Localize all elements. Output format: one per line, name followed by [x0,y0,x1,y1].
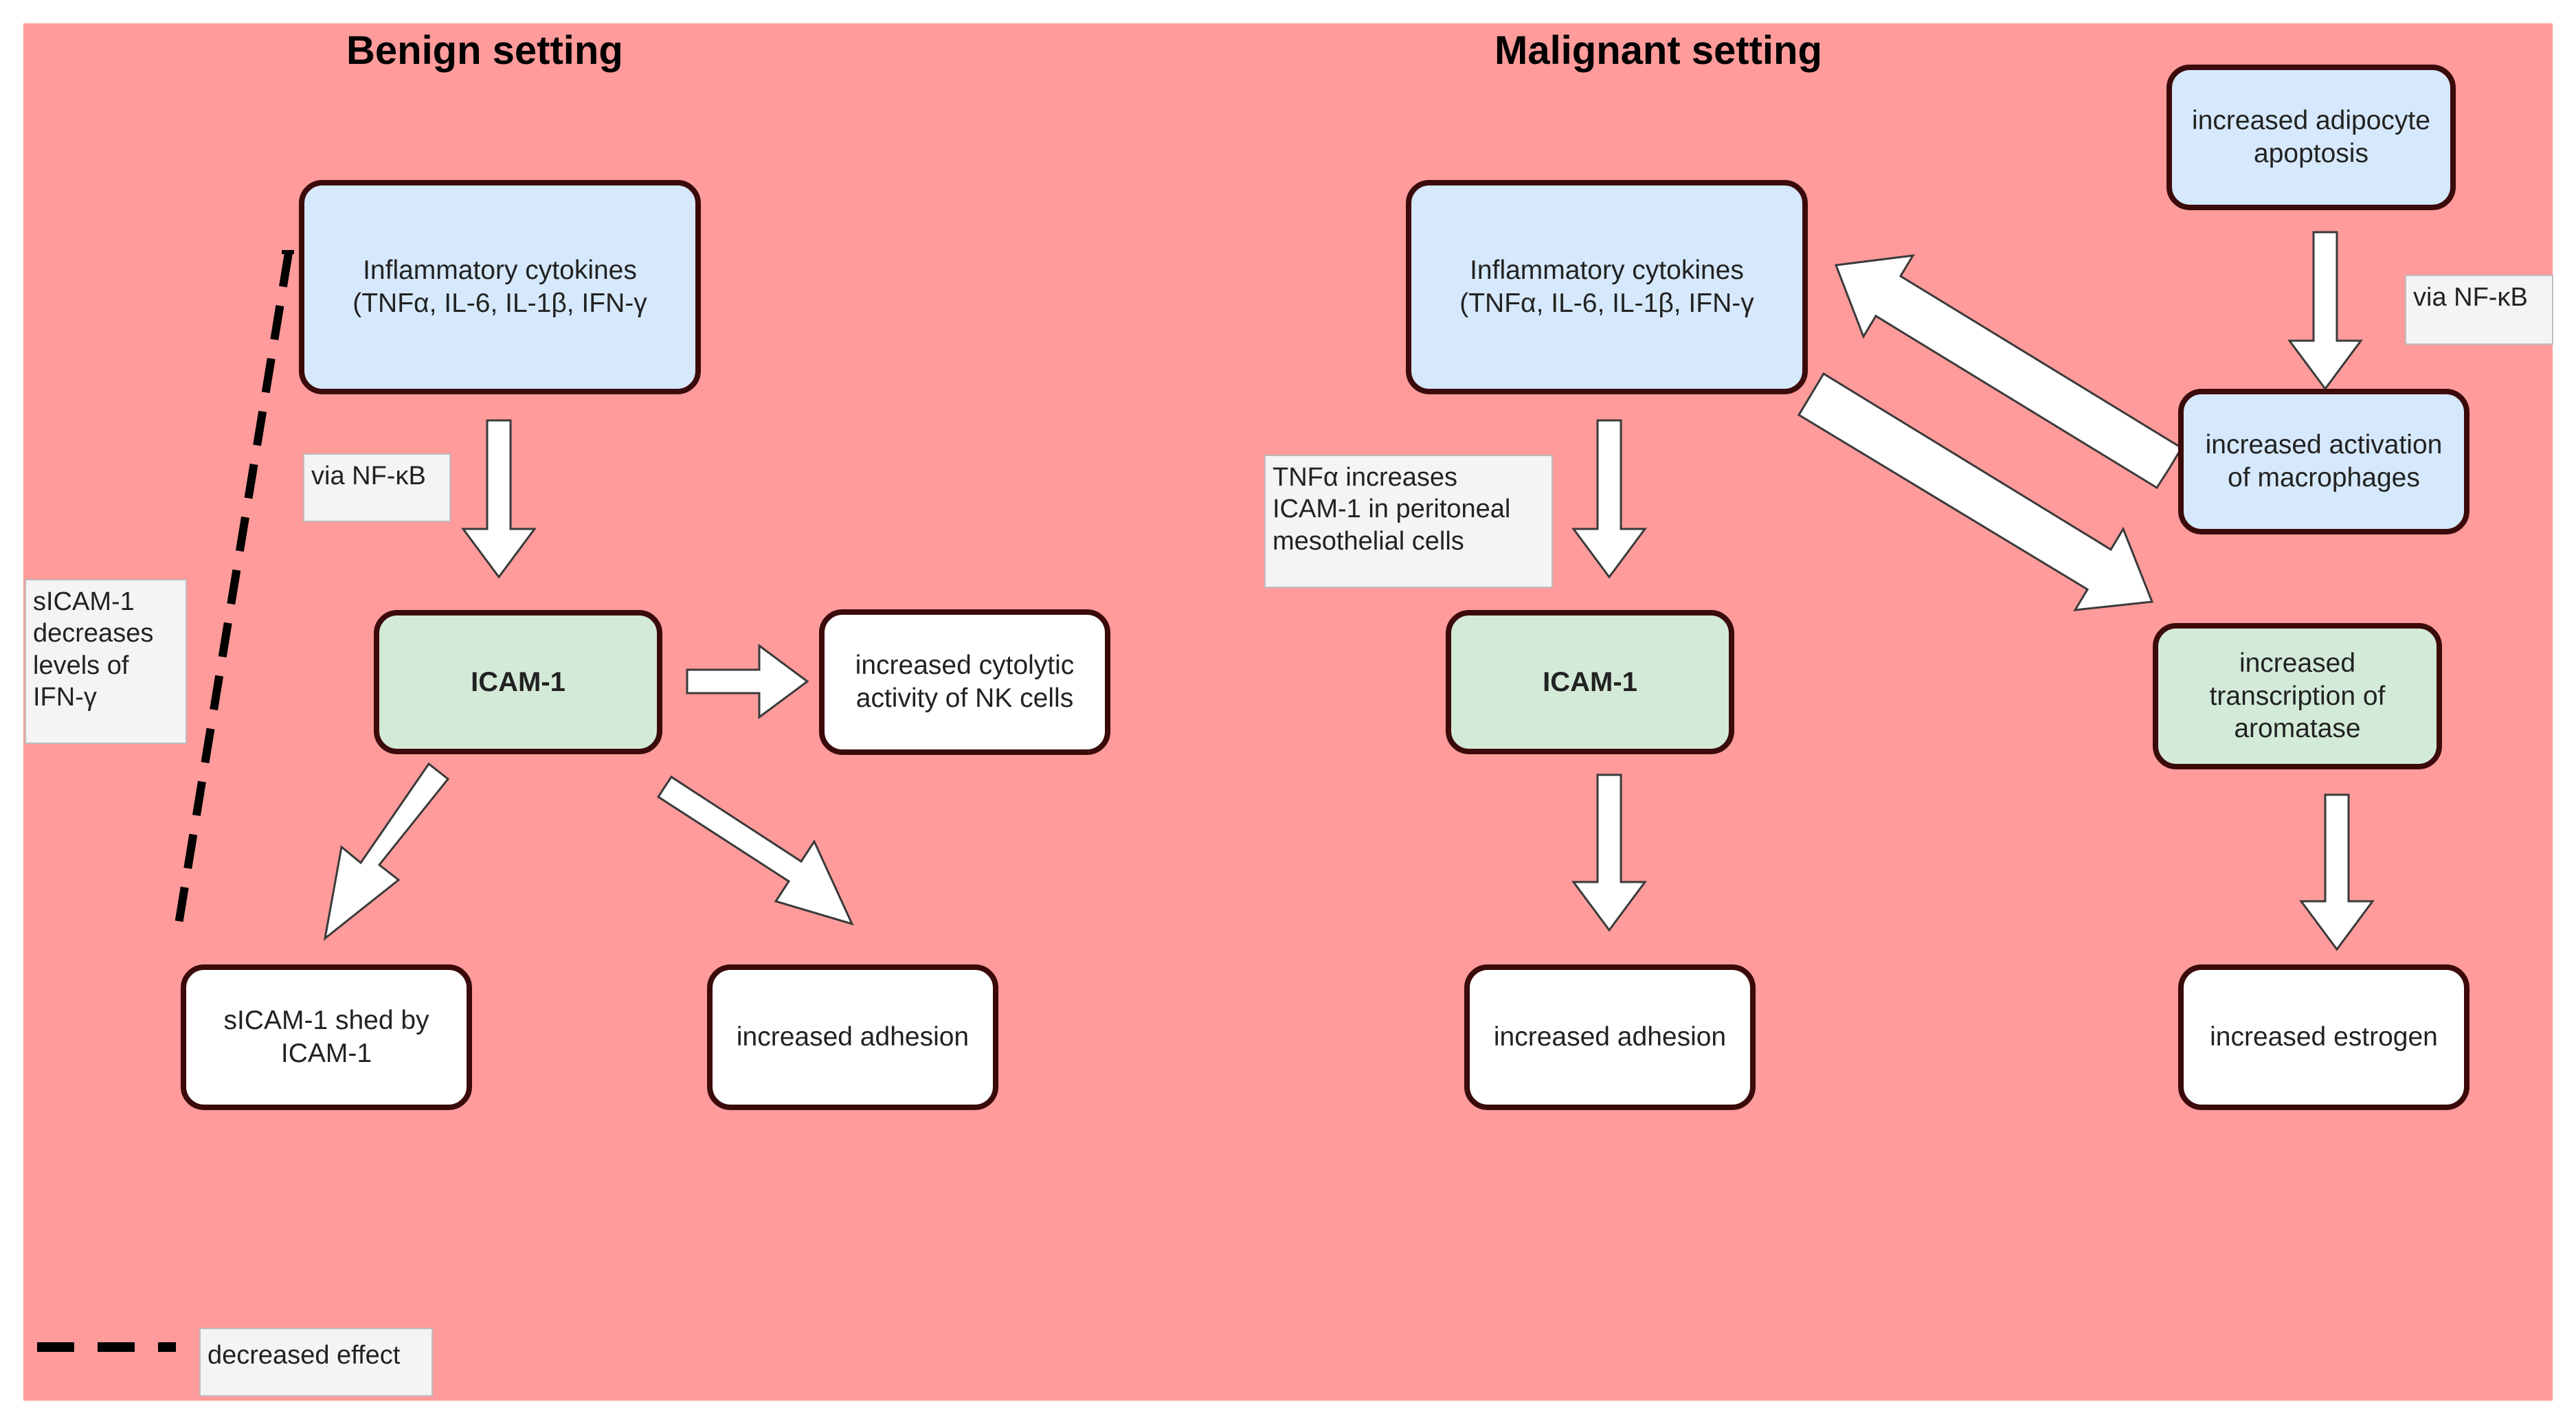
malignant-icam1-box: ICAM-1 [1446,610,1734,754]
aromatase-label: increased transcription of aromatase [2209,648,2386,744]
malignant-icam1-label: ICAM-1 [1543,666,1637,697]
adipocyte-apoptosis-label: increased adipocyte apoptosis [2192,106,2430,168]
benign-via-nfkb-note: via NF-κB [303,453,451,522]
arrow-malignant-macrophages-to-cytokines [1834,254,2184,490]
benign-icam1-box: ICAM-1 [374,610,662,754]
benign-cytokines-box: Inflammatory cytokines (TNFα, IL-6, IL-1… [299,180,701,394]
arrow-benign-icam1-to-adhesion [656,775,854,926]
arrow-malignant-icam1-to-adhesion [1571,773,1647,932]
aromatase-box: increased transcription of aromatase [2153,623,2442,769]
estrogen-label: increased estrogen [2210,1022,2438,1052]
macrophages-label: increased activation of macrophages [2205,430,2443,493]
arrow-benign-cytokines-to-icam1 [461,419,537,579]
sicam-decreases-note: sICAM-1 decreases levels of IFN-γ [25,579,187,744]
malignant-via-nfkb-note: via NF-κB [2405,275,2553,345]
benign-sicam-shed-box: sICAM-1 shed by ICAM-1 [181,964,472,1110]
adipocyte-apoptosis-box: increased adipocyte apoptosis [2166,65,2456,210]
benign-cytolytic-box: increased cytolytic activity of NK cells [819,609,1110,755]
arrow-benign-icam1-to-sicam [323,762,450,941]
arrow-malignant-adipocyte-to-macrophages [2287,231,2363,391]
tnf-increases-note: TNFα increases ICAM-1 in peritoneal meso… [1264,455,1553,588]
macrophages-box: increased activation of macrophages [2178,389,2469,534]
malignant-cytokines-label: Inflammatory cytokines (TNFα, IL-6, IL-1… [1459,256,1754,318]
estrogen-box: increased estrogen [2178,964,2469,1110]
dashed-inhibition-line [175,252,293,925]
malignant-adhesion-label: increased adhesion [1493,1022,1727,1052]
benign-adhesion-box: increased adhesion [707,964,998,1110]
benign-icam1-label: ICAM-1 [471,666,565,697]
benign-cytolytic-label: increased cytolytic activity of NK cells [855,651,1075,713]
benign-sicam-shed-label: sICAM-1 shed by ICAM-1 [223,1006,429,1068]
benign-cytokines-label: Inflammatory cytokines (TNFα, IL-6, IL-1… [352,256,647,318]
benign-title: Benign setting [346,28,623,73]
arrow-malignant-cytokines-to-icam1 [1571,419,1647,579]
malignant-title: Malignant setting [1494,28,1822,73]
malignant-cytokines-box: Inflammatory cytokines (TNFα, IL-6, IL-1… [1406,180,1808,394]
arrow-malignant-aromatase-to-estrogen [2299,793,2375,951]
arrow-benign-icam1-to-cytolytic [686,644,809,719]
benign-adhesion-label: increased adhesion [736,1022,970,1052]
arrow-malignant-cytokines-to-aromatase [1797,372,2154,611]
legend-decreased-effect: decreased effect [199,1328,433,1397]
malignant-adhesion-box: increased adhesion [1464,964,1756,1110]
